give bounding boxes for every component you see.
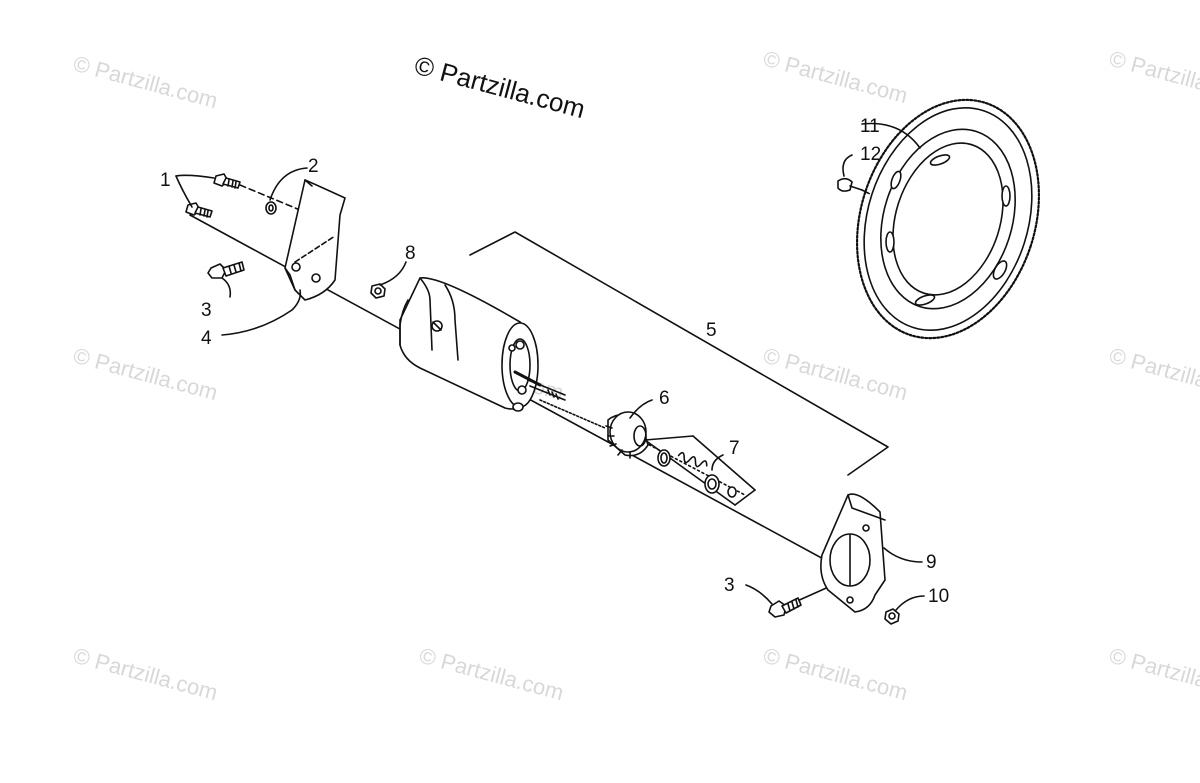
bolt-axis-line	[239, 184, 301, 211]
watermark: © Partzilla.com	[71, 643, 221, 706]
watermark-layer: © Partzilla.com © Partzilla.com © Partzi…	[71, 46, 1200, 706]
callout-2: 2	[308, 156, 319, 177]
callout-10: 10	[928, 586, 949, 607]
watermark: © Partzilla.com	[761, 343, 911, 406]
bolt-1b	[185, 202, 213, 218]
watermark: © Partzilla.com	[71, 51, 221, 114]
callout-9: 9	[926, 552, 937, 573]
nut-8	[370, 283, 386, 299]
washer-2	[265, 201, 277, 215]
callout-3: 3	[201, 300, 212, 321]
watermark: © Partzilla.com	[1107, 46, 1200, 109]
callout-4: 4	[201, 328, 212, 349]
callout-11: 11	[860, 116, 880, 137]
callout-1: 1	[160, 170, 171, 191]
callout-5: 5	[706, 320, 717, 341]
front-bracket-9	[820, 493, 886, 613]
callout-7: 7	[729, 438, 740, 459]
nut-10	[884, 608, 900, 625]
starter-motor	[399, 277, 566, 412]
watermark: © Partzilla.com	[417, 643, 567, 706]
callout-12: 12	[860, 144, 881, 165]
copyright-text: © Partzilla.com	[411, 50, 588, 124]
ring-gear-11	[855, 98, 1041, 340]
shaft-axis-line	[539, 399, 606, 429]
leader-lines	[175, 122, 925, 611]
screw-12	[837, 177, 871, 195]
rear-bracket	[284, 179, 346, 301]
callout-8: 8	[405, 243, 416, 264]
callout-labels: 1 2 3 4 8 5 6 7 9 3 10 11 12	[160, 116, 949, 607]
bolt-3-left	[207, 261, 245, 279]
watermark: © Partzilla.com	[71, 343, 221, 406]
watermark: © Partzilla.com	[1107, 643, 1200, 706]
spring-kit-7	[644, 435, 756, 506]
watermark: © Partzilla.com	[761, 643, 911, 706]
bolt-3-right	[768, 597, 802, 618]
callout-6: 6	[659, 388, 670, 409]
watermark: © Partzilla.com	[1107, 343, 1200, 406]
drive-pinion-6	[605, 411, 649, 459]
callout-3-right: 3	[724, 575, 735, 596]
watermark: © Partzilla.com	[761, 46, 911, 109]
bolt-1a	[213, 173, 241, 189]
